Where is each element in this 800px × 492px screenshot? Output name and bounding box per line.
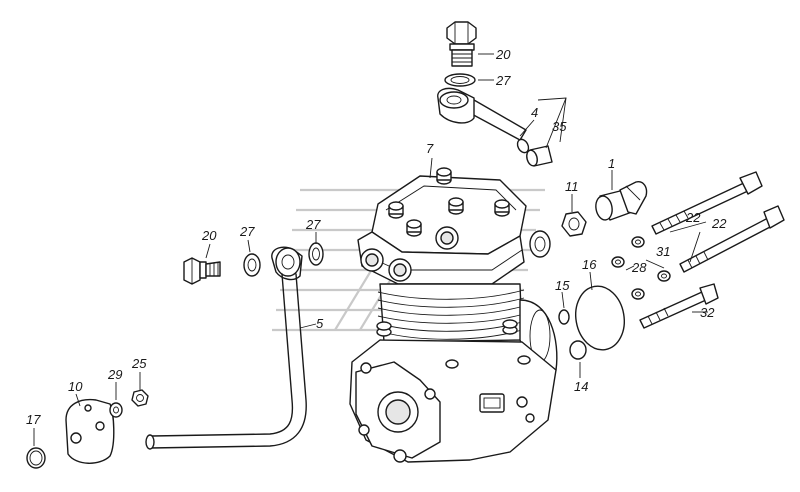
callout-25: 25: [131, 356, 147, 371]
sealing-washer-top: [444, 73, 476, 87]
washer-31: [631, 236, 671, 282]
pipe-connector: [526, 145, 553, 167]
small-o-ring-14: [569, 340, 587, 360]
elbow-fitting: [595, 181, 648, 221]
callout-28: 28: [631, 260, 647, 275]
callout-32: 32: [700, 305, 715, 320]
callout-20-left: 20: [201, 228, 217, 243]
callout-27-top: 27: [495, 73, 511, 88]
sealing-washer-left: [243, 253, 261, 277]
callout-5: 5: [316, 316, 324, 331]
banjo-fitting: [437, 87, 530, 154]
spring-washer: [109, 402, 123, 418]
callout-17: 17: [26, 412, 41, 427]
crankcase: [349, 319, 557, 463]
banjo-bolt-top: [446, 21, 477, 67]
callout-31: 31: [656, 244, 670, 259]
oil-supply-pipe: [145, 246, 307, 450]
callout-27-right: 27: [305, 217, 321, 232]
washer-28: [611, 256, 645, 300]
callout-16: 16: [582, 257, 597, 272]
o-ring-gasket: [26, 447, 46, 469]
large-o-ring: [575, 285, 625, 351]
long-stud-upper: [651, 171, 763, 235]
callout-27-left: 27: [239, 224, 255, 239]
cylinder-head: [357, 167, 551, 285]
callout-14: 14: [574, 379, 588, 394]
leader-lines: [33, 53, 708, 446]
callout-29: 29: [107, 367, 122, 382]
small-o-ring-15: [558, 309, 570, 325]
callout-20-top: 20: [495, 47, 511, 62]
cover-plate: [65, 398, 115, 464]
callout-1: 1: [608, 156, 615, 171]
callout-10: 10: [68, 379, 83, 394]
callout-labels: 20 27 4 35 7 1 11 22 22 31 28 16 15 32 1…: [26, 47, 727, 427]
callout-15: 15: [555, 278, 570, 293]
banjo-bolt-left: [183, 257, 221, 285]
long-stud-lower: [679, 205, 785, 273]
bolt-short: [639, 283, 719, 329]
callout-22-upper: 22: [685, 210, 701, 225]
lock-nut: [561, 211, 587, 237]
callout-35: 35: [552, 119, 567, 134]
callout-22-lower: 22: [711, 216, 727, 231]
callout-7: 7: [426, 141, 434, 156]
hex-nut: [131, 389, 149, 407]
sealing-washer-right: [308, 242, 324, 266]
callout-4: 4: [531, 105, 538, 120]
callout-11: 11: [565, 179, 579, 194]
